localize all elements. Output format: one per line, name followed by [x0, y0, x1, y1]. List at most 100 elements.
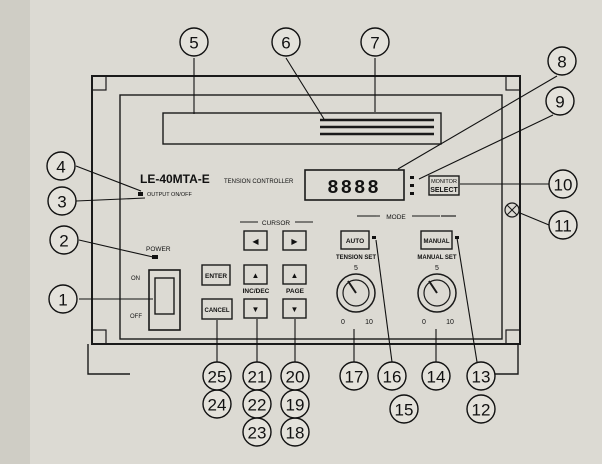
leader-lines — [75, 57, 558, 363]
callout-number: 12 — [472, 401, 491, 420]
callout-number: 9 — [555, 93, 564, 112]
callout-number: 25 — [208, 368, 227, 387]
seven-segment-display: 8888 — [304, 169, 414, 201]
power-switch[interactable]: POWER ON OFF — [130, 246, 181, 331]
page-up-button[interactable]: ▲ — [282, 264, 307, 285]
manual-dial-mark-0: 0 — [422, 319, 426, 326]
auto-button[interactable]: AUTO — [340, 230, 376, 250]
callout-circle — [360, 27, 390, 57]
callout-number: 13 — [472, 368, 491, 387]
on-label: ON — [131, 276, 140, 282]
callout-4: 4 — [46, 151, 76, 181]
callout-9: 9 — [545, 86, 575, 116]
callout-circle — [271, 27, 301, 57]
manual-dial-mark-10: 10 — [446, 319, 454, 326]
mode-label: MODE — [386, 214, 406, 221]
power-label: POWER — [146, 246, 171, 253]
callout-circle — [179, 27, 209, 57]
manual-label: MANUAL — [424, 239, 450, 245]
monitor-select-button[interactable]: MONITOR SELECT — [428, 175, 460, 196]
cursor-left-button[interactable]: ◀ — [243, 230, 268, 251]
inc-dec-label: INC/DEC — [243, 288, 270, 295]
callout-20: 20 — [280, 361, 310, 391]
callout-number: 7 — [370, 34, 379, 53]
callout-number: 24 — [208, 396, 227, 415]
output-label: OUTPUT ON/OFF — [147, 192, 192, 198]
model-subtitle: TENSION CONTROLLER — [224, 179, 294, 185]
callout-circle — [466, 394, 496, 424]
callout-circle — [242, 417, 272, 447]
left-arrow-icon: ◀ — [252, 237, 259, 246]
output-switch[interactable]: OUTPUT ON/OFF — [138, 192, 192, 198]
callout-circle — [46, 151, 76, 181]
callout-8: 8 — [547, 46, 577, 76]
callout-number: 17 — [345, 368, 364, 387]
callout-circle — [47, 186, 77, 216]
decrement-button[interactable]: ▼ — [243, 298, 268, 319]
callout-3: 3 — [47, 186, 77, 216]
cancel-button[interactable]: CANCEL — [201, 298, 233, 320]
tension-set-label: TENSION SET — [336, 255, 376, 261]
callout-number: 19 — [286, 396, 305, 415]
callout-circle — [548, 210, 578, 240]
manual-dial-mark-5: 5 — [435, 265, 439, 272]
power-led — [152, 255, 158, 259]
callout-2: 2 — [49, 225, 79, 255]
up-arrow-icon: ▲ — [252, 271, 260, 280]
callout-number: 15 — [395, 401, 414, 420]
page-edge — [0, 0, 30, 464]
callout-number: 18 — [286, 424, 305, 443]
callout-24: 24 — [202, 389, 232, 419]
manual-set-knob[interactable] — [417, 273, 457, 313]
callout-number: 22 — [248, 396, 267, 415]
callout-25: 25 — [202, 361, 232, 391]
callout-7: 7 — [360, 27, 390, 57]
manual-led — [455, 236, 459, 239]
callout-number: 5 — [189, 34, 198, 53]
callout-number: 4 — [56, 158, 65, 177]
callout-19: 19 — [280, 389, 310, 419]
callout-21: 21 — [242, 361, 272, 391]
callout-number: 2 — [59, 232, 68, 251]
callout-circle — [202, 361, 232, 391]
tension-set-knob[interactable] — [336, 273, 376, 313]
callout-number: 23 — [248, 424, 267, 443]
callout-circle — [389, 394, 419, 424]
callout-15: 15 — [389, 394, 419, 424]
upper-window — [162, 112, 442, 145]
callout-number: 10 — [554, 176, 573, 195]
callout-circle — [49, 225, 79, 255]
callout-17: 17 — [339, 361, 369, 391]
callout-circle — [339, 361, 369, 391]
manual-set-label: MANUAL SET — [417, 255, 457, 261]
callout-number: 8 — [557, 53, 566, 72]
down-arrow-icon: ▼ — [252, 305, 260, 314]
select-label: SELECT — [430, 187, 458, 194]
right-arrow-icon: ▶ — [291, 237, 298, 246]
callout-circle — [48, 284, 78, 314]
up-arrow-icon: ▲ — [291, 271, 299, 280]
callout-11: 11 — [548, 210, 578, 240]
callout-12: 12 — [466, 394, 496, 424]
page-down-button[interactable]: ▼ — [282, 298, 307, 319]
callout-circle — [280, 361, 310, 391]
callout-circle — [377, 361, 407, 391]
model-title: LE-40MTA-E — [140, 172, 210, 186]
tension-dial-mark-10: 10 — [365, 319, 373, 326]
manual-button[interactable]: MANUAL — [420, 230, 459, 250]
cancel-label: CANCEL — [205, 308, 230, 314]
page-label: PAGE — [286, 288, 305, 295]
callout-22: 22 — [242, 389, 272, 419]
callout-1: 1 — [48, 284, 78, 314]
cursor-right-button[interactable]: ▶ — [282, 230, 307, 251]
callout-number: 11 — [554, 217, 572, 236]
tension-dial-mark-5: 5 — [354, 265, 358, 272]
monitor-label: MONITOR — [431, 179, 457, 185]
cursor-label: CURSOR — [262, 220, 290, 227]
auto-label: AUTO — [346, 238, 364, 245]
enter-button[interactable]: ENTER — [201, 264, 231, 286]
increment-button[interactable]: ▲ — [243, 264, 268, 285]
display-digits: 8888 — [327, 177, 381, 199]
callout-circle — [421, 361, 451, 391]
